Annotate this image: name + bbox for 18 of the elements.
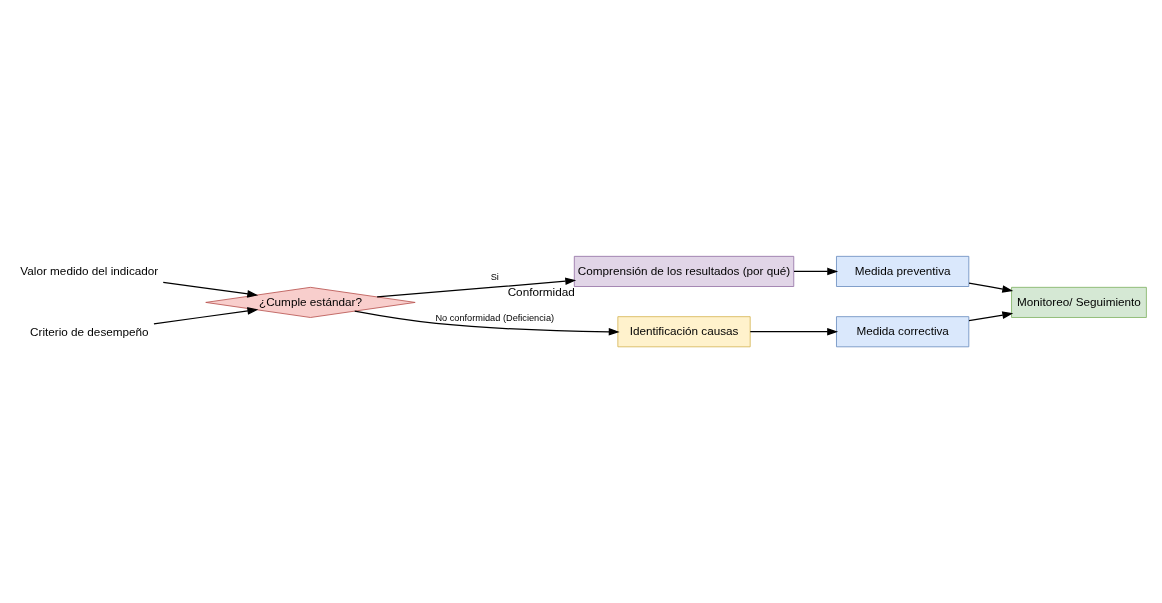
arrow [749, 327, 839, 336]
arrow [162, 281, 259, 298]
arrow [153, 306, 259, 324]
node-box: Medida correctiva [836, 315, 970, 347]
arrow [793, 267, 839, 275]
arrow [968, 281, 1014, 293]
node-box: Comprensión de los resultados (por qué) [573, 255, 795, 287]
node-text: Criterio de desempeño [30, 324, 149, 338]
node-box: Monitoreo/ Seguimiento [1011, 286, 1147, 318]
node-label: Conformidad [507, 284, 575, 298]
node-text: Valor medido del indicador [20, 263, 159, 277]
arrow [376, 276, 577, 298]
node-box: Identificación causas [617, 315, 751, 347]
arrow [354, 310, 620, 336]
arrow [968, 310, 1014, 321]
edge-label: No conformidad (Deficiencia) [435, 312, 555, 323]
edge-label: Si [490, 271, 499, 282]
node-box: Medida preventiva [836, 255, 970, 287]
